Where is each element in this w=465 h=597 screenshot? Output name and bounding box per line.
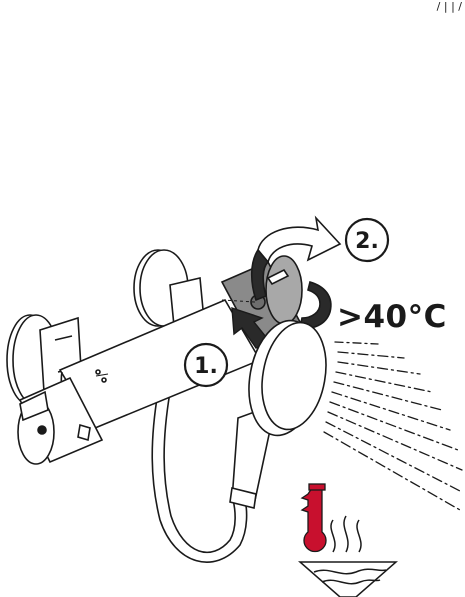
hot-water-icon — [298, 515, 398, 597]
hand-shower — [229, 319, 327, 509]
step-one-label: 1. — [194, 354, 218, 379]
rotate-arrow-icon — [250, 215, 342, 330]
water-spray — [323, 341, 463, 511]
corner-text: / | | / — [437, 0, 463, 13]
mixer-body — [17, 298, 262, 465]
step-two-label: 2. — [355, 229, 379, 254]
step-one-badge: 1. — [183, 342, 229, 388]
step-two-badge: 2. — [344, 217, 390, 263]
shower-hose — [150, 379, 248, 563]
wall-mount-left — [6, 314, 83, 406]
temperature-label: >40°C — [337, 299, 447, 335]
thermometer-icon — [300, 483, 327, 553]
